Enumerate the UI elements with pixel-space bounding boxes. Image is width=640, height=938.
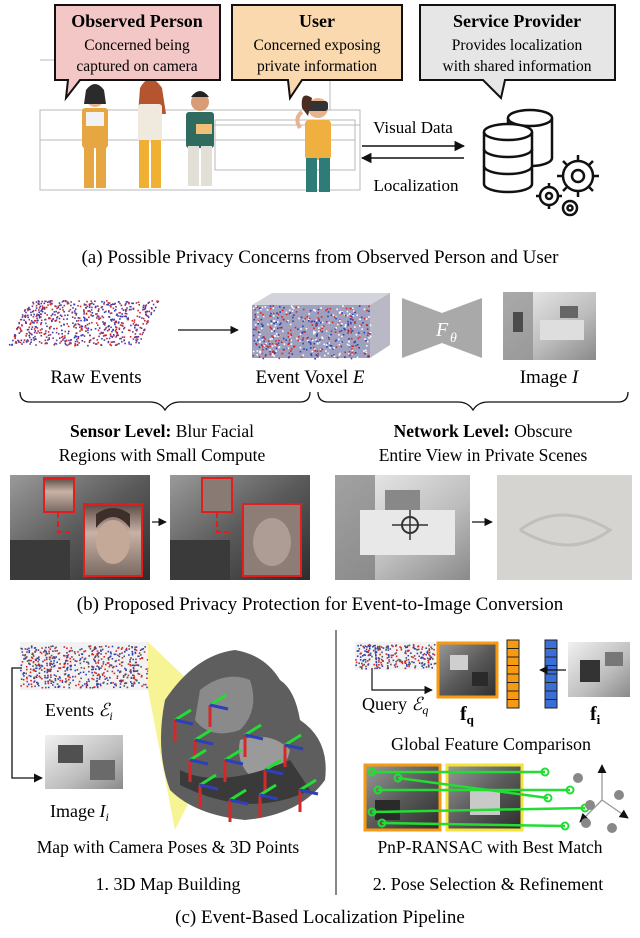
query-image	[436, 641, 499, 699]
pose-points	[573, 764, 629, 833]
image-i-label: Image I	[520, 367, 580, 388]
query-events-strip	[355, 642, 437, 670]
service-provider-bubble: Service Provider Provides localization w…	[419, 4, 616, 100]
panel-c: Events ℰi Image Ii Map with Camera Poses…	[11, 630, 630, 928]
global-feature-label: Global Feature Comparison	[391, 734, 591, 754]
output-image-thumb	[503, 292, 596, 360]
sensor-photo-original	[10, 475, 150, 580]
caption-a: (a) Possible Privacy Concerns from Obser…	[81, 247, 559, 268]
caption-b: (b) Proposed Privacy Protection for Even…	[77, 594, 564, 615]
network-level-heading: Network Level: Obscure	[394, 421, 573, 441]
service-provider-title: Service Provider	[453, 11, 581, 31]
query-arrow	[371, 668, 433, 695]
database-icon	[482, 108, 554, 194]
panel-a: Observed Person Concerned being captured…	[39, 4, 616, 268]
observed-people-illustration	[82, 79, 214, 188]
service-provider-line2: with shared information	[443, 58, 592, 75]
user-line2: private information	[257, 58, 377, 75]
point-cloud-map	[161, 650, 326, 822]
sensor-level-heading: Sensor Level: Blur Facial	[70, 421, 254, 441]
observed-person-line2: captured on camera	[76, 58, 197, 75]
fq-label: fq	[460, 703, 475, 727]
map-image-thumb	[45, 735, 123, 789]
raw-events-label: Raw Events	[50, 367, 141, 388]
map-caption: Map with Camera Poses & 3D Points	[37, 837, 300, 857]
events-label: Events ℰi	[45, 700, 113, 723]
network-brace	[317, 391, 629, 412]
pnp-label: PnP-RANSAC with Best Match	[377, 837, 602, 857]
pnp-query-image	[363, 763, 442, 832]
visual-data-label: Visual Data	[373, 118, 453, 137]
fi-feature-vector	[544, 639, 558, 709]
service-provider-line1: Provides localization	[452, 37, 583, 54]
user-line1: Concerned exposing	[254, 37, 381, 54]
network-level-line2: Entire View in Private Scenes	[379, 445, 588, 465]
step-1-label: 1. 3D Map Building	[95, 874, 240, 894]
map-events-strip	[20, 642, 149, 690]
observed-person-line1: Concerned being	[84, 37, 190, 54]
database-image	[568, 642, 630, 697]
event-voxel-block	[252, 293, 390, 360]
user-vr-illustration	[295, 95, 331, 192]
sensor-photo-blurred	[170, 475, 310, 580]
panel-b: F θ Raw Events Event Voxel E Image I Sen…	[8, 292, 632, 615]
observed-person-bubble: Observed Person Concerned being captured…	[54, 4, 221, 102]
image-i-label-c: Image Ii	[50, 801, 109, 824]
network-symbol: F	[435, 319, 449, 341]
fi-label: fi	[590, 703, 601, 727]
events-to-image-arrow	[11, 667, 43, 783]
raw-events-cloud	[8, 300, 160, 347]
user-bubble: User Concerned exposing private informat…	[231, 4, 403, 101]
gear-icon	[536, 155, 599, 217]
event-voxel-label: Event Voxel E	[255, 367, 364, 388]
fq-feature-vector	[506, 639, 520, 709]
sensor-level-line2: Regions with Small Compute	[59, 445, 266, 465]
localization-label: Localization	[374, 176, 459, 195]
network-photo-original	[335, 475, 470, 580]
network-subscript: θ	[450, 331, 457, 346]
network-f-theta: F θ	[402, 298, 482, 358]
sensor-brace	[19, 391, 311, 412]
user-title: User	[299, 11, 335, 31]
network-photo-obscured	[497, 475, 632, 580]
pnp-match-image	[445, 763, 524, 832]
step-2-label: 2. Pose Selection & Refinement	[373, 874, 603, 894]
caption-c: (c) Event-Based Localization Pipeline	[175, 907, 465, 928]
query-label: Query ℰq	[362, 694, 428, 717]
observed-person-title: Observed Person	[71, 11, 202, 31]
